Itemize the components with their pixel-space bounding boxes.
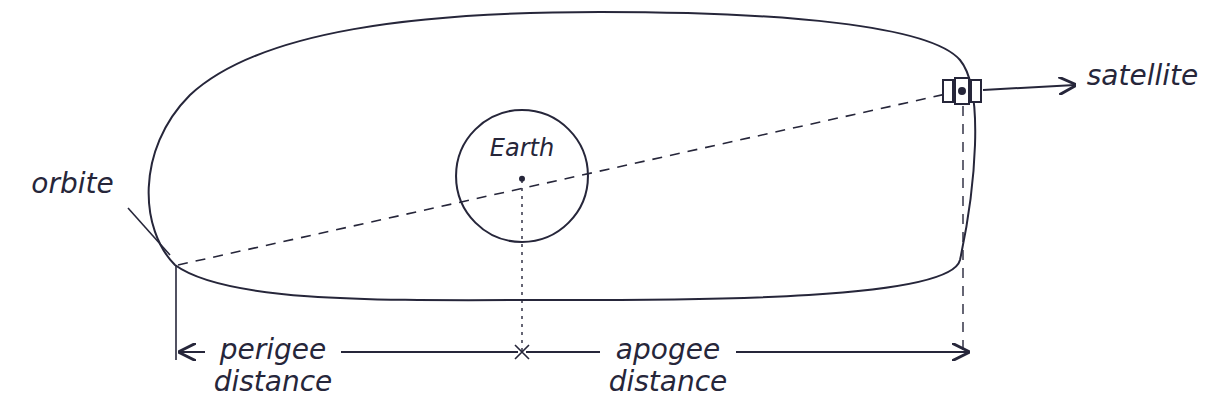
orbit-path — [149, 12, 976, 300]
leader-line — [983, 85, 1075, 90]
circle-outline — [454, 108, 590, 244]
satellite-symbol — [943, 78, 981, 104]
axis-line — [178, 92, 955, 265]
guide-line — [175, 266, 177, 360]
dimension-label: apogee distance — [600, 334, 736, 398]
satellite-label: satellite — [1076, 60, 1209, 92]
dimension-line — [526, 351, 968, 353]
orbit-label: orbite — [6, 168, 139, 200]
guide-line — [962, 106, 963, 352]
node-label: Earth — [490, 135, 554, 163]
leader-line — [128, 208, 170, 255]
earth-circle: Earth — [454, 108, 590, 244]
guide-line — [521, 180, 522, 352]
center-mark — [515, 345, 529, 359]
dimension-label: perigee distance — [205, 334, 341, 398]
